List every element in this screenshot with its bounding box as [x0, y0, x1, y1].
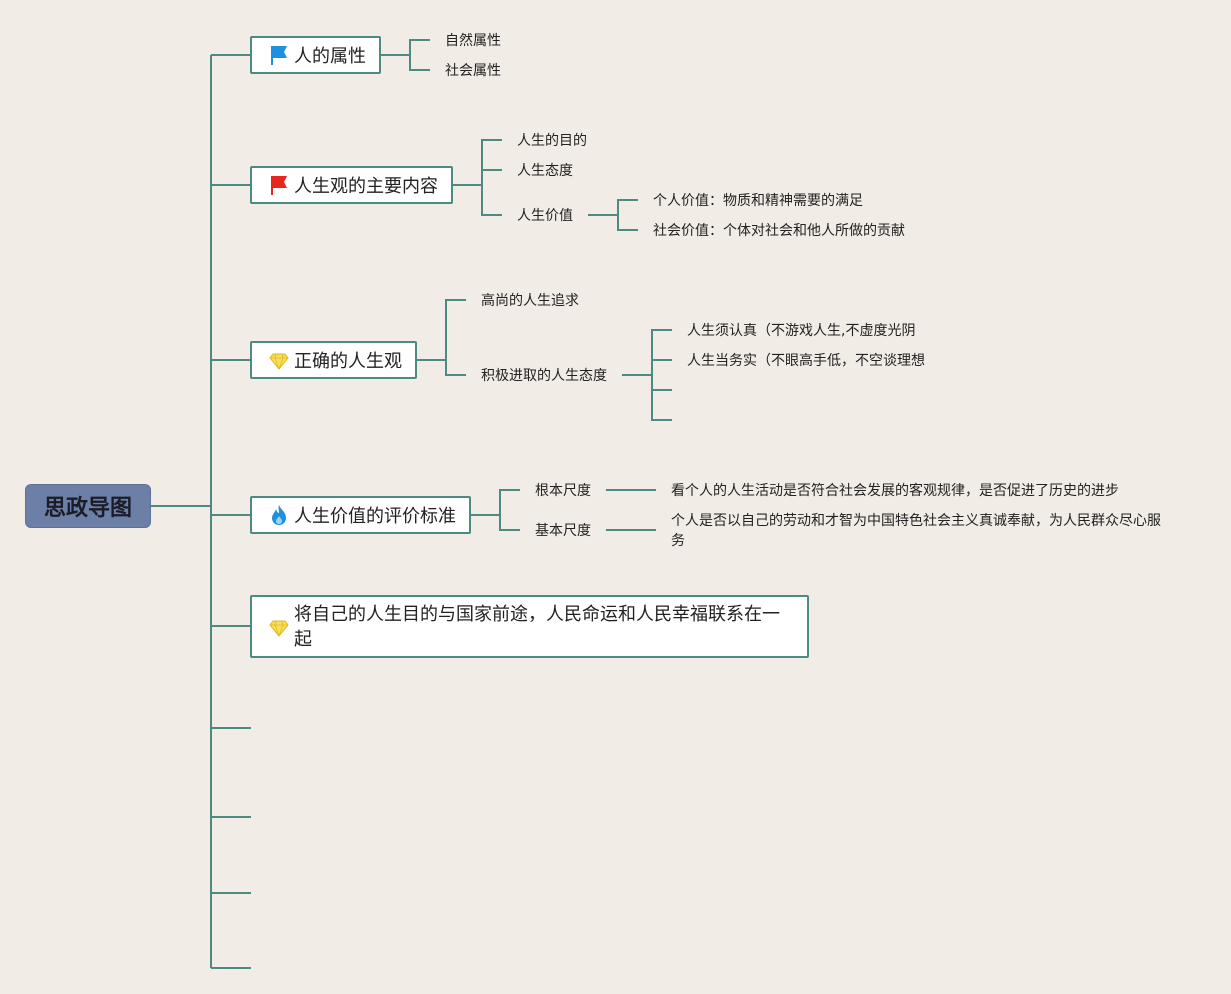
- subtopic-be-earnest[interactable]: 人生须认真（不游戏人生,不虚度光阴: [687, 323, 916, 339]
- topic-link-goals-with-nation[interactable]: 将自己的人生目的与国家前途，人民命运和人民幸福联系在一起: [250, 595, 809, 658]
- subtopic-noble-pursuit[interactable]: 高尚的人生追求: [481, 293, 579, 309]
- subtopic-life-value[interactable]: 人生价值: [517, 208, 573, 224]
- gem-icon: [268, 616, 290, 638]
- subtopic-natural-attribute[interactable]: 自然属性: [445, 33, 501, 49]
- subtopic-basic-measure[interactable]: 基本尺度: [535, 523, 591, 539]
- topic-label: 正确的人生观: [294, 351, 402, 372]
- subtopic-positive-attitude[interactable]: 积极进取的人生态度: [481, 368, 607, 384]
- subtopic-fundamental-measure[interactable]: 根本尺度: [535, 483, 591, 499]
- subtopic-basic-measure-detail[interactable]: 个人是否以自己的劳动和才智为中国特色社会主义真诚奉献，为人民群众尽心服务: [671, 513, 1161, 549]
- subtopic-social-attribute[interactable]: 社会属性: [445, 63, 501, 79]
- red-flag-icon: [268, 174, 290, 196]
- gem-icon: [268, 349, 290, 371]
- root-topic[interactable]: 思政导图: [25, 484, 151, 528]
- topic-correct-life-outlook[interactable]: 正确的人生观: [250, 341, 417, 379]
- subtopic-be-practical[interactable]: 人生当务实（不眼高手低，不空谈理想: [687, 353, 925, 369]
- blue-flag-icon: [268, 44, 290, 66]
- subtopic-fundamental-measure-detail[interactable]: 看个人的人生活动是否符合社会发展的客观规律，是否促进了历史的进步: [671, 483, 1119, 499]
- fire-icon: [268, 504, 290, 526]
- topic-human-attributes[interactable]: 人的属性: [250, 36, 381, 74]
- topic-life-value-criteria[interactable]: 人生价值的评价标准: [250, 496, 471, 534]
- subtopic-personal-value[interactable]: 个人价值：物质和精神需要的满足: [653, 193, 863, 209]
- topic-label: 人生观的主要内容: [294, 176, 438, 197]
- topic-label: 人的属性: [294, 46, 366, 67]
- topic-life-outlook-content[interactable]: 人生观的主要内容: [250, 166, 453, 204]
- subtopic-social-value[interactable]: 社会价值：个体对社会和他人所做的贡献: [653, 223, 905, 239]
- topic-label: 将自己的人生目的与国家前途，人民命运和人民幸福联系在一起: [294, 603, 780, 650]
- topic-label: 人生价值的评价标准: [294, 506, 456, 527]
- subtopic-life-attitude[interactable]: 人生态度: [517, 163, 573, 179]
- root-label: 思政导图: [43, 496, 132, 521]
- subtopic-life-goal[interactable]: 人生的目的: [517, 133, 587, 149]
